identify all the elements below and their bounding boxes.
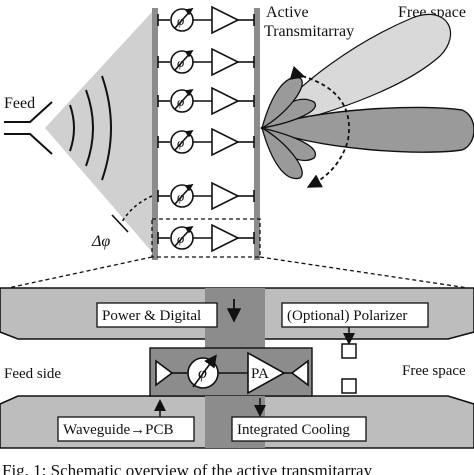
radiation-pattern: [259, 13, 474, 188]
zoom-line-right: [259, 256, 469, 289]
integrated-cooling-label: Integrated Cooling: [237, 422, 350, 438]
power-digital-box: [96, 302, 218, 328]
feed-label: Feed: [4, 95, 35, 112]
phase-symbol: φ: [198, 365, 207, 382]
transmitarray-label: Transmitarray: [264, 23, 354, 40]
feed-horn: [4, 101, 53, 155]
unit-cell: φ: [157, 181, 255, 211]
amplifier-pcb: [149, 347, 313, 397]
polarizer-box: [281, 302, 429, 328]
integrated-cooling-box: [231, 416, 367, 442]
unit-cell: φ: [157, 47, 255, 77]
input-antenna-element: [155, 359, 174, 387]
phase-delay-arc: [121, 195, 153, 223]
waveguide-pcb-box: [57, 416, 195, 442]
svg-text:φ: φ: [177, 231, 184, 246]
figure-caption: Fig. 1: Schematic overview of the active…: [2, 461, 373, 475]
unit-cell: φ: [157, 127, 255, 157]
svg-text:φ: φ: [177, 135, 184, 150]
beam-steering-arrow: [289, 66, 350, 188]
unit-cells: φ φ φ φ φ φ: [157, 5, 255, 253]
svg-text:φ: φ: [177, 55, 184, 70]
unit-cell: φ: [157, 5, 255, 35]
polarizer-element-bottom: [341, 378, 357, 394]
output-antenna-element: [290, 359, 309, 387]
transmitarray-left-panel: [152, 8, 158, 260]
svg-text:φ: φ: [177, 189, 184, 204]
power-amplifier-triangle: [247, 351, 286, 395]
selected-unit-cell-box: [151, 218, 261, 258]
polarizer-label: (Optional) Polarizer: [287, 308, 407, 324]
feed-illumination-cone: [45, 12, 152, 252]
active-label: Active: [266, 4, 309, 21]
transmitarray-right-panel: [254, 8, 260, 260]
zoom-line-left: [7, 256, 153, 289]
svg-text:φ: φ: [177, 13, 184, 28]
feed-side-label: Feed side: [4, 366, 61, 382]
amplifier-chain: [155, 351, 309, 395]
pa-label: PA: [251, 366, 269, 382]
phase-delay-label: Δφ: [91, 233, 110, 250]
polarizer-element-top: [341, 343, 357, 359]
free-space-label-bottom: Free space: [402, 363, 466, 379]
phase-delay-tick: [111, 214, 129, 233]
wave-fronts: [69, 75, 112, 181]
svg-text:φ: φ: [177, 94, 184, 109]
unit-cell: φ: [157, 86, 255, 116]
waveguide-pcb-label: Waveguide→PCB: [63, 422, 173, 438]
unit-cell: φ: [157, 223, 255, 253]
power-digital-label: Power & Digital: [102, 308, 201, 324]
